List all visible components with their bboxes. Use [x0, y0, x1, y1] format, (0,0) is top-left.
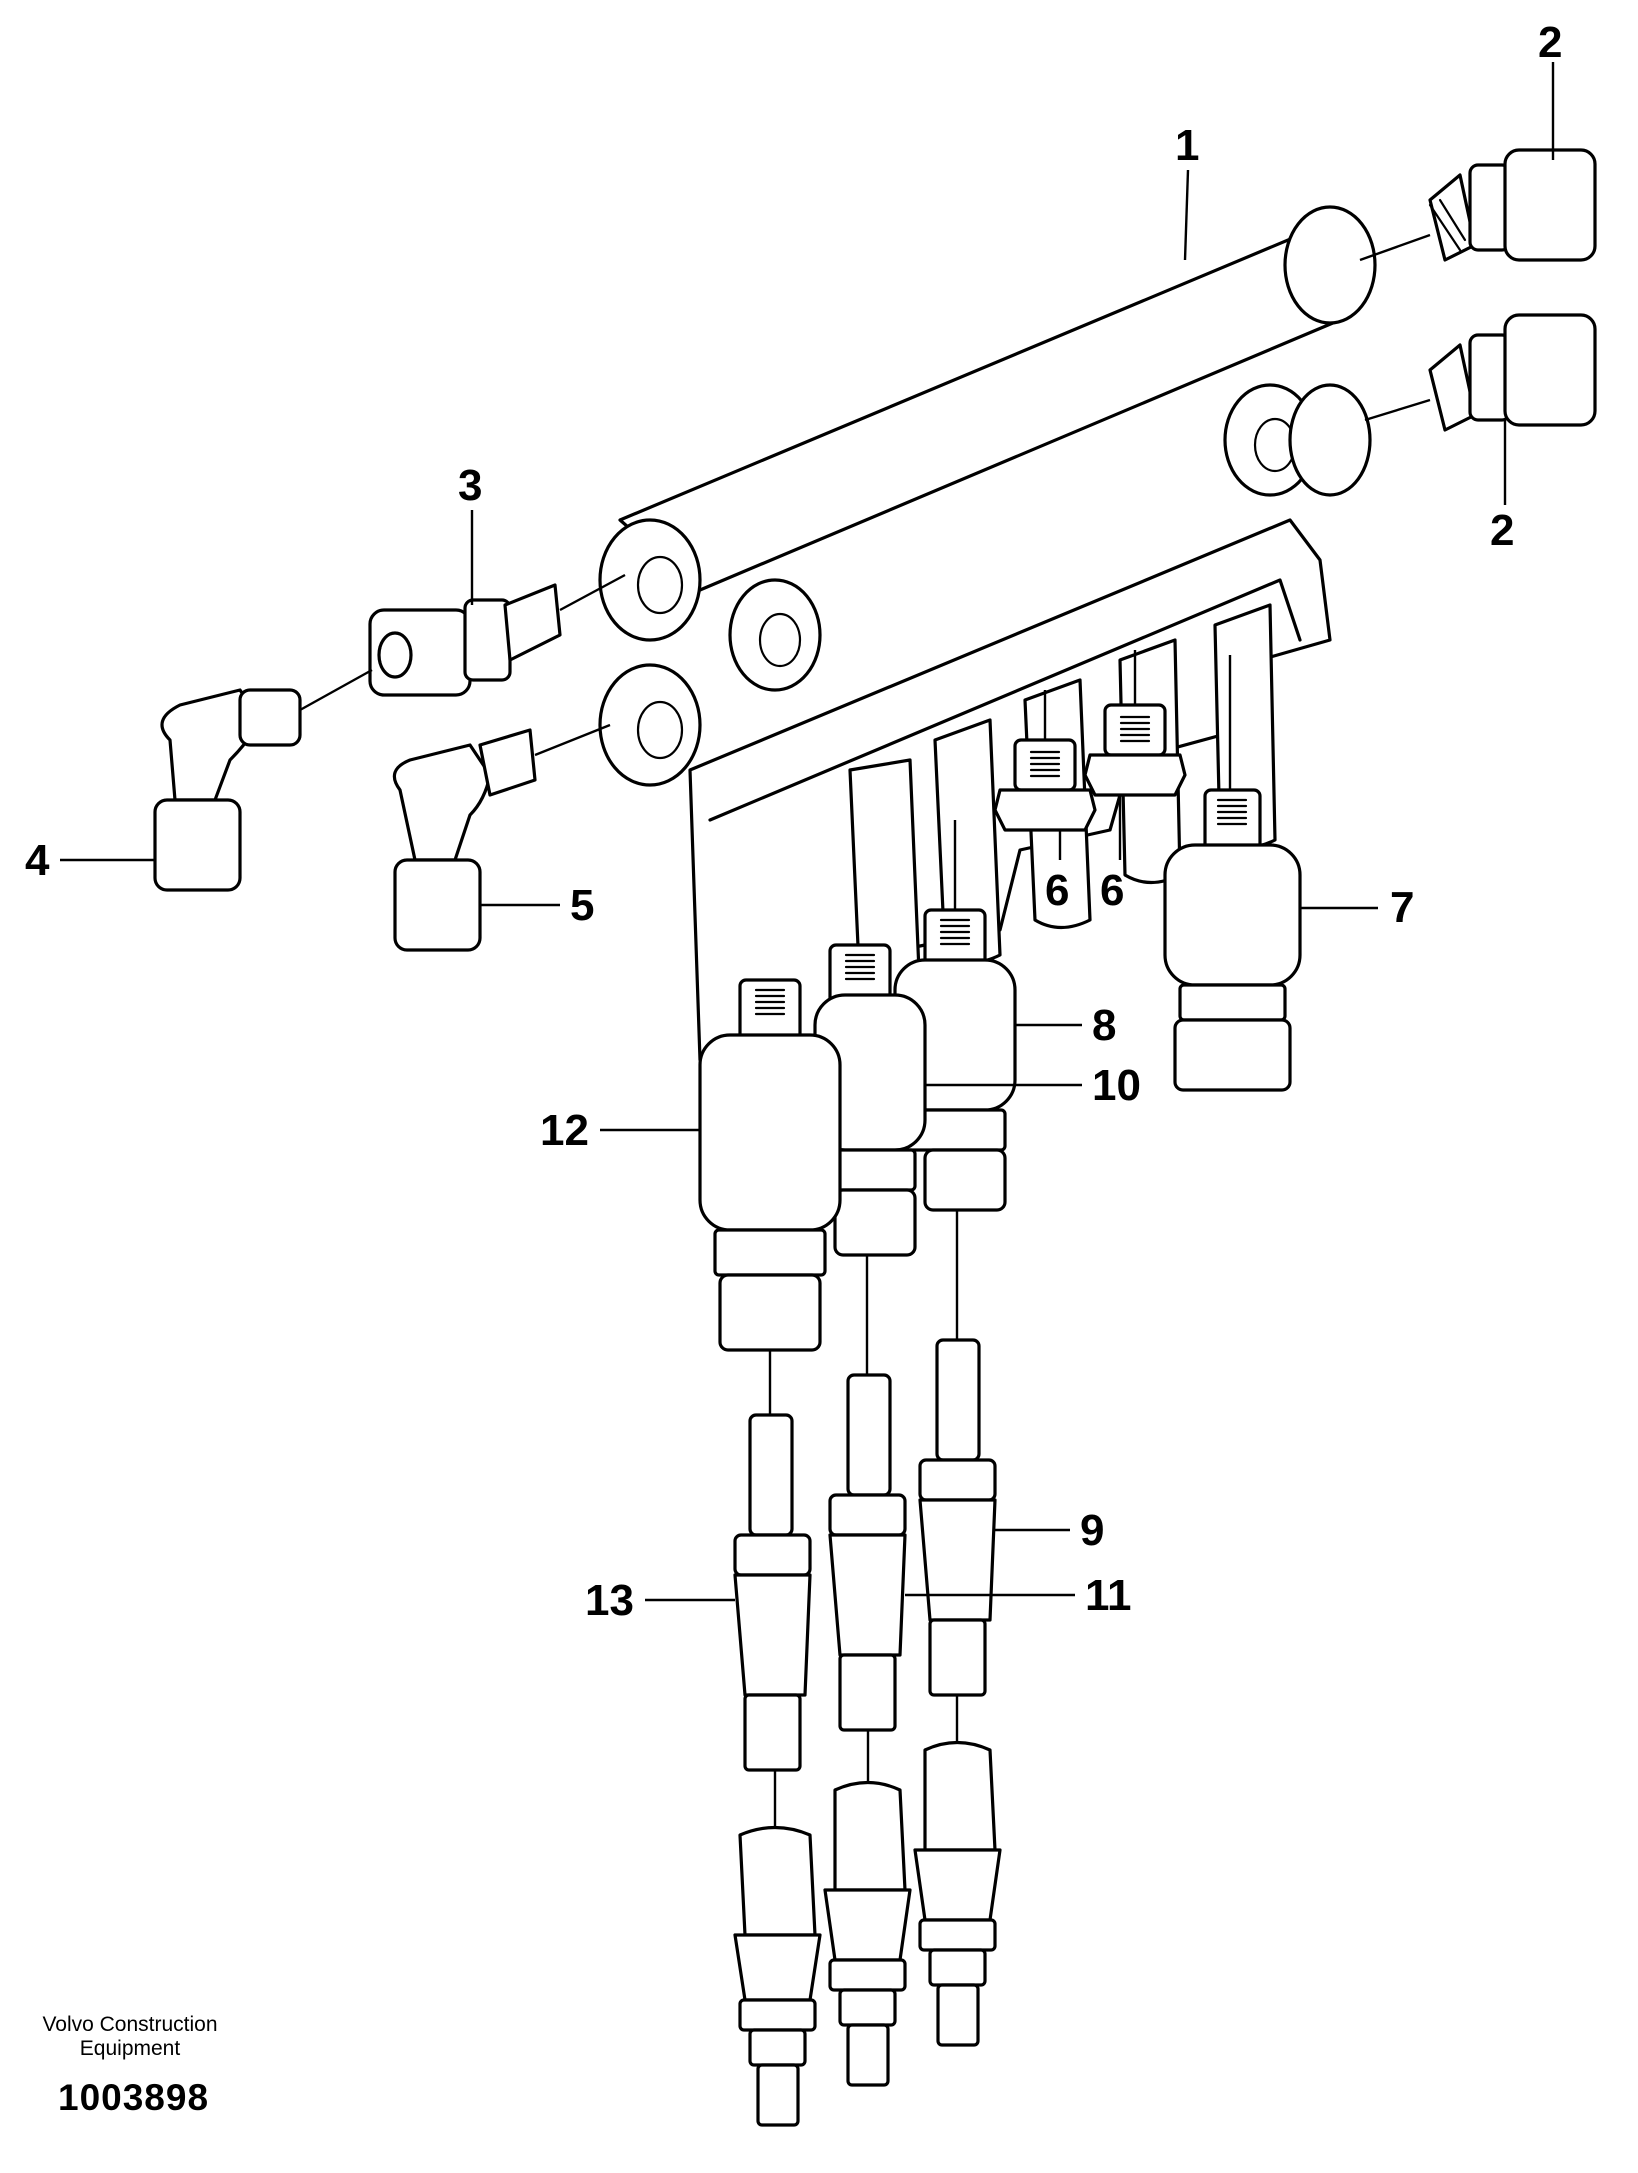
credit-line-2: Equipment — [79, 2037, 181, 2060]
callout-4: 4 — [25, 836, 50, 885]
fitting-upper-right — [1428, 148, 1597, 262]
callout-11: 11 — [1085, 1571, 1132, 1620]
sensor-10 — [813, 943, 927, 1257]
callout-12: 12 — [540, 1106, 589, 1155]
plug-6-right — [1083, 703, 1187, 797]
connector-11 — [823, 1255, 912, 2087]
callout-3: 3 — [458, 461, 482, 510]
callout-7: 7 — [1390, 883, 1414, 932]
elbow-5 — [392, 728, 537, 952]
callout-6-right: 6 — [1100, 866, 1124, 915]
fitting-3 — [368, 583, 562, 697]
callout-5: 5 — [570, 881, 594, 930]
callout-leaders — [60, 62, 1555, 1602]
port-line-4 — [299, 668, 373, 712]
connector-13 — [733, 1350, 822, 2127]
callout-2-upper: 2 — [1538, 18, 1562, 67]
callout-6-left: 6 — [1045, 866, 1069, 915]
callout-10: 10 — [1092, 1061, 1141, 1110]
fitting-lower-right — [1428, 313, 1597, 432]
callout-labels: 1 2 2 3 4 5 6 6 7 8 9 10 11 12 13 — [25, 18, 1562, 1625]
port-line-upper-right — [1359, 233, 1431, 262]
callout-2-lower: 2 — [1490, 506, 1514, 555]
connector-9 — [913, 1210, 1002, 2047]
drawing-number: 1003898 — [58, 2077, 210, 2118]
port-line-3 — [559, 573, 626, 612]
sensor-7 — [1163, 655, 1302, 1092]
port-line-lower-right — [1364, 398, 1431, 422]
port-line-5 — [534, 723, 611, 757]
callout-9: 9 — [1080, 1506, 1104, 1555]
sensor-12 — [698, 978, 842, 1352]
credit-line-1: Volvo Construction — [42, 2013, 218, 2036]
callout-8: 8 — [1092, 1001, 1116, 1050]
elbow-4 — [153, 688, 302, 892]
callout-1: 1 — [1175, 121, 1199, 170]
callout-13: 13 — [585, 1576, 634, 1625]
